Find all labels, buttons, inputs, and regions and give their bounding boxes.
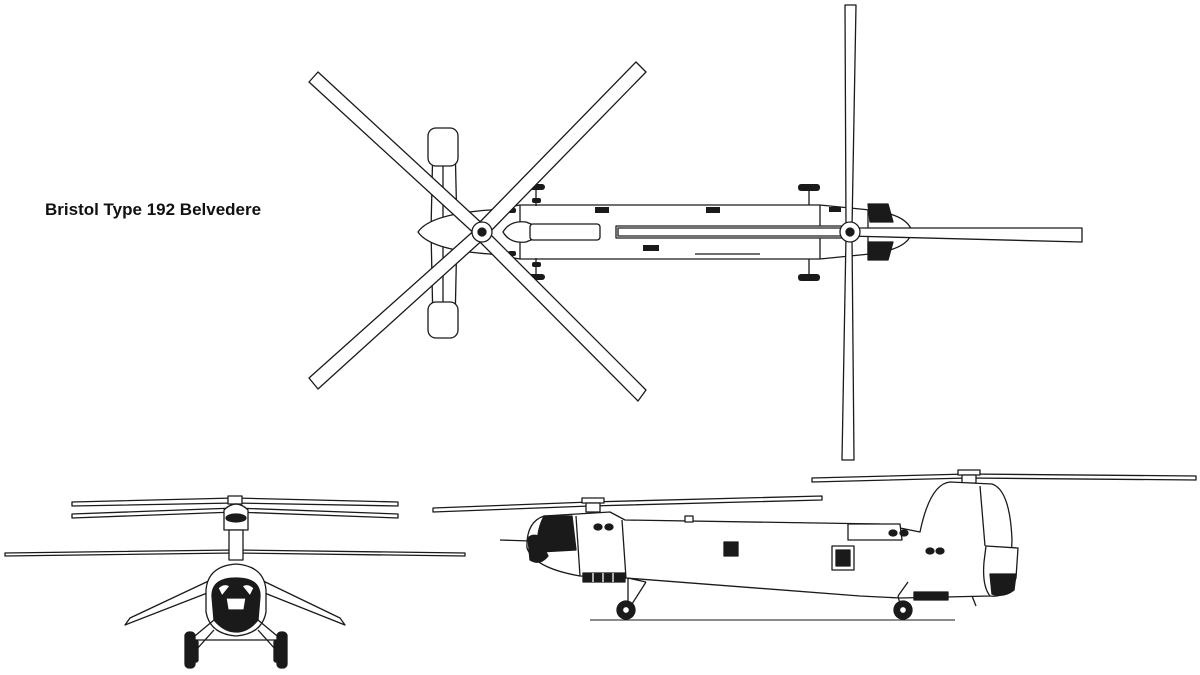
side-view	[432, 469, 1197, 621]
rear-rotor-top	[617, 4, 1083, 461]
front-view	[4, 495, 466, 669]
front-rotor-top	[308, 61, 647, 402]
drawing-title: Bristol Type 192 Belvedere	[45, 200, 262, 219]
top-view	[308, 4, 1083, 461]
